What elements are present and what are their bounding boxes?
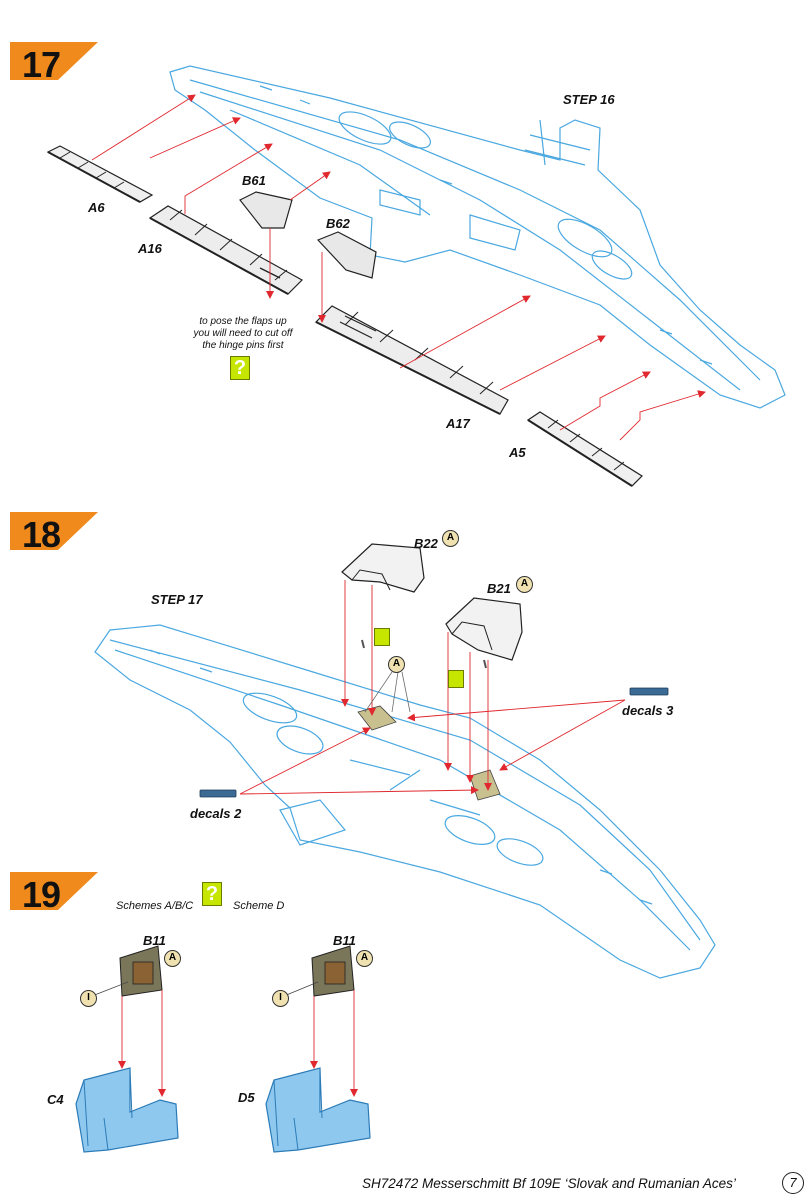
part-label-b21: B21 <box>487 581 511 596</box>
paint-callout-a-b11-right: A <box>356 950 373 967</box>
part-a17-drawing <box>314 305 509 415</box>
paint-callout-i-right: I <box>272 990 289 1007</box>
paint-callout-a-b22: A <box>442 530 459 547</box>
step19-arrows <box>118 990 358 1097</box>
step-17-number: 17 <box>22 44 61 85</box>
small-antenna-part-right <box>483 659 487 669</box>
part-b11-right-drawing <box>311 945 355 997</box>
step-17-badge: 17 <box>10 42 100 85</box>
part-c4-drawing <box>75 1067 179 1153</box>
paint-callout-a-b11-left: A <box>164 950 181 967</box>
part-label-a6: A6 <box>88 200 105 215</box>
decals-3-label: decals 3 <box>622 703 674 718</box>
note-line-2: you will need to cut off <box>193 328 293 339</box>
schemes-abc-label: Schemes A/B/C <box>116 900 194 912</box>
paint-leaders <box>91 981 319 997</box>
scheme-d-label: Scheme D <box>233 900 285 912</box>
step-17-reference: STEP 17 <box>151 592 203 607</box>
step-badge-shape <box>10 872 98 910</box>
part-b62-drawing <box>316 231 377 279</box>
part-label-b22: B22 <box>414 536 438 551</box>
step18-arrows <box>239 580 626 795</box>
page-number: 7 <box>782 1172 804 1194</box>
part-b21-drawing <box>445 597 523 661</box>
note-line-1: to pose the flaps up <box>199 316 287 327</box>
part-label-b11-right: B11 <box>333 933 356 948</box>
part-label-a5: A5 <box>509 445 526 460</box>
step17-arrows <box>91 94 706 441</box>
part-label-d5: D5 <box>238 1090 255 1105</box>
glue-icon-left <box>374 628 390 646</box>
part-a6-drawing <box>46 145 154 203</box>
part-label-b11-left: B11 <box>143 933 166 948</box>
part-d5-drawing <box>265 1067 371 1153</box>
part-label-c4: C4 <box>47 1092 64 1107</box>
part-label-b62: B62 <box>326 216 350 231</box>
decals-2-strip <box>199 789 237 798</box>
small-antenna-part-left <box>361 639 365 649</box>
flap-pose-note: to pose the flaps up you will need to cu… <box>178 316 308 352</box>
wheel-well-parts-installed <box>357 705 501 801</box>
step18-wing-outline <box>94 624 716 979</box>
step-16-reference: STEP 16 <box>563 92 615 107</box>
glue-lines <box>364 671 411 713</box>
decals-2-label: decals 2 <box>190 806 242 821</box>
step-18-number: 18 <box>22 514 61 555</box>
paint-callout-i-left: I <box>80 990 97 1007</box>
step-19-badge: 19 <box>10 872 100 915</box>
note-line-3: the hinge pins first <box>202 340 284 351</box>
decals-3-strip <box>629 687 669 696</box>
part-b22-drawing <box>341 543 425 593</box>
paint-callout-a-wheelwell: A <box>388 656 405 673</box>
step-badge-shape <box>10 42 98 80</box>
step-19-number: 19 <box>22 874 61 915</box>
step-18-badge: 18 <box>10 512 100 555</box>
paint-callout-a-b21: A <box>516 576 533 593</box>
part-label-b61: B61 <box>242 173 266 188</box>
footer-product-title: SH72472 Messerschmitt Bf 109E ‘Slovak an… <box>362 1176 736 1191</box>
help-icon-step17: ? <box>230 356 250 380</box>
part-b11-left-drawing <box>119 945 163 997</box>
step17-wing-outline <box>169 65 786 409</box>
part-label-a17: A17 <box>446 416 470 431</box>
step-badge-shape <box>10 512 98 550</box>
help-icon-step19: ? <box>202 882 222 906</box>
glue-icon-right <box>448 670 464 688</box>
part-a16-drawing <box>148 205 303 295</box>
part-a5-drawing <box>526 411 643 487</box>
part-b61-drawing <box>239 191 293 229</box>
part-label-a16: A16 <box>138 241 162 256</box>
